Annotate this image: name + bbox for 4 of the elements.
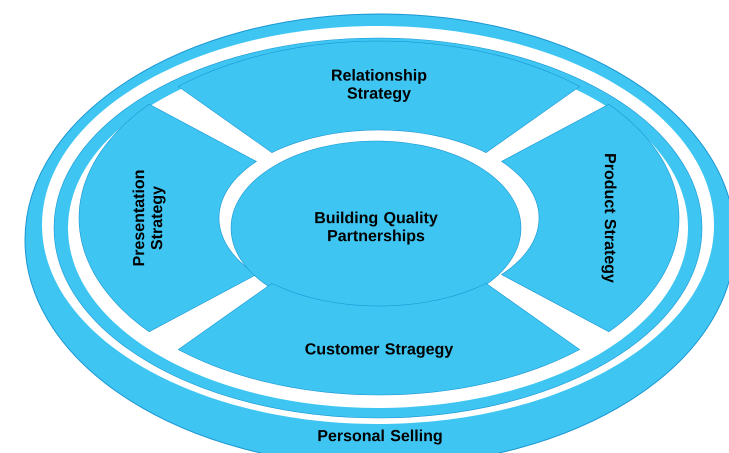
ring-segment: Customer Stragegy xyxy=(178,283,580,396)
ring-segment: Presentation Strategy xyxy=(78,104,258,332)
ring-segment: Relationship Strategy xyxy=(178,40,580,153)
ring-segment: Product Strategy xyxy=(501,104,680,332)
